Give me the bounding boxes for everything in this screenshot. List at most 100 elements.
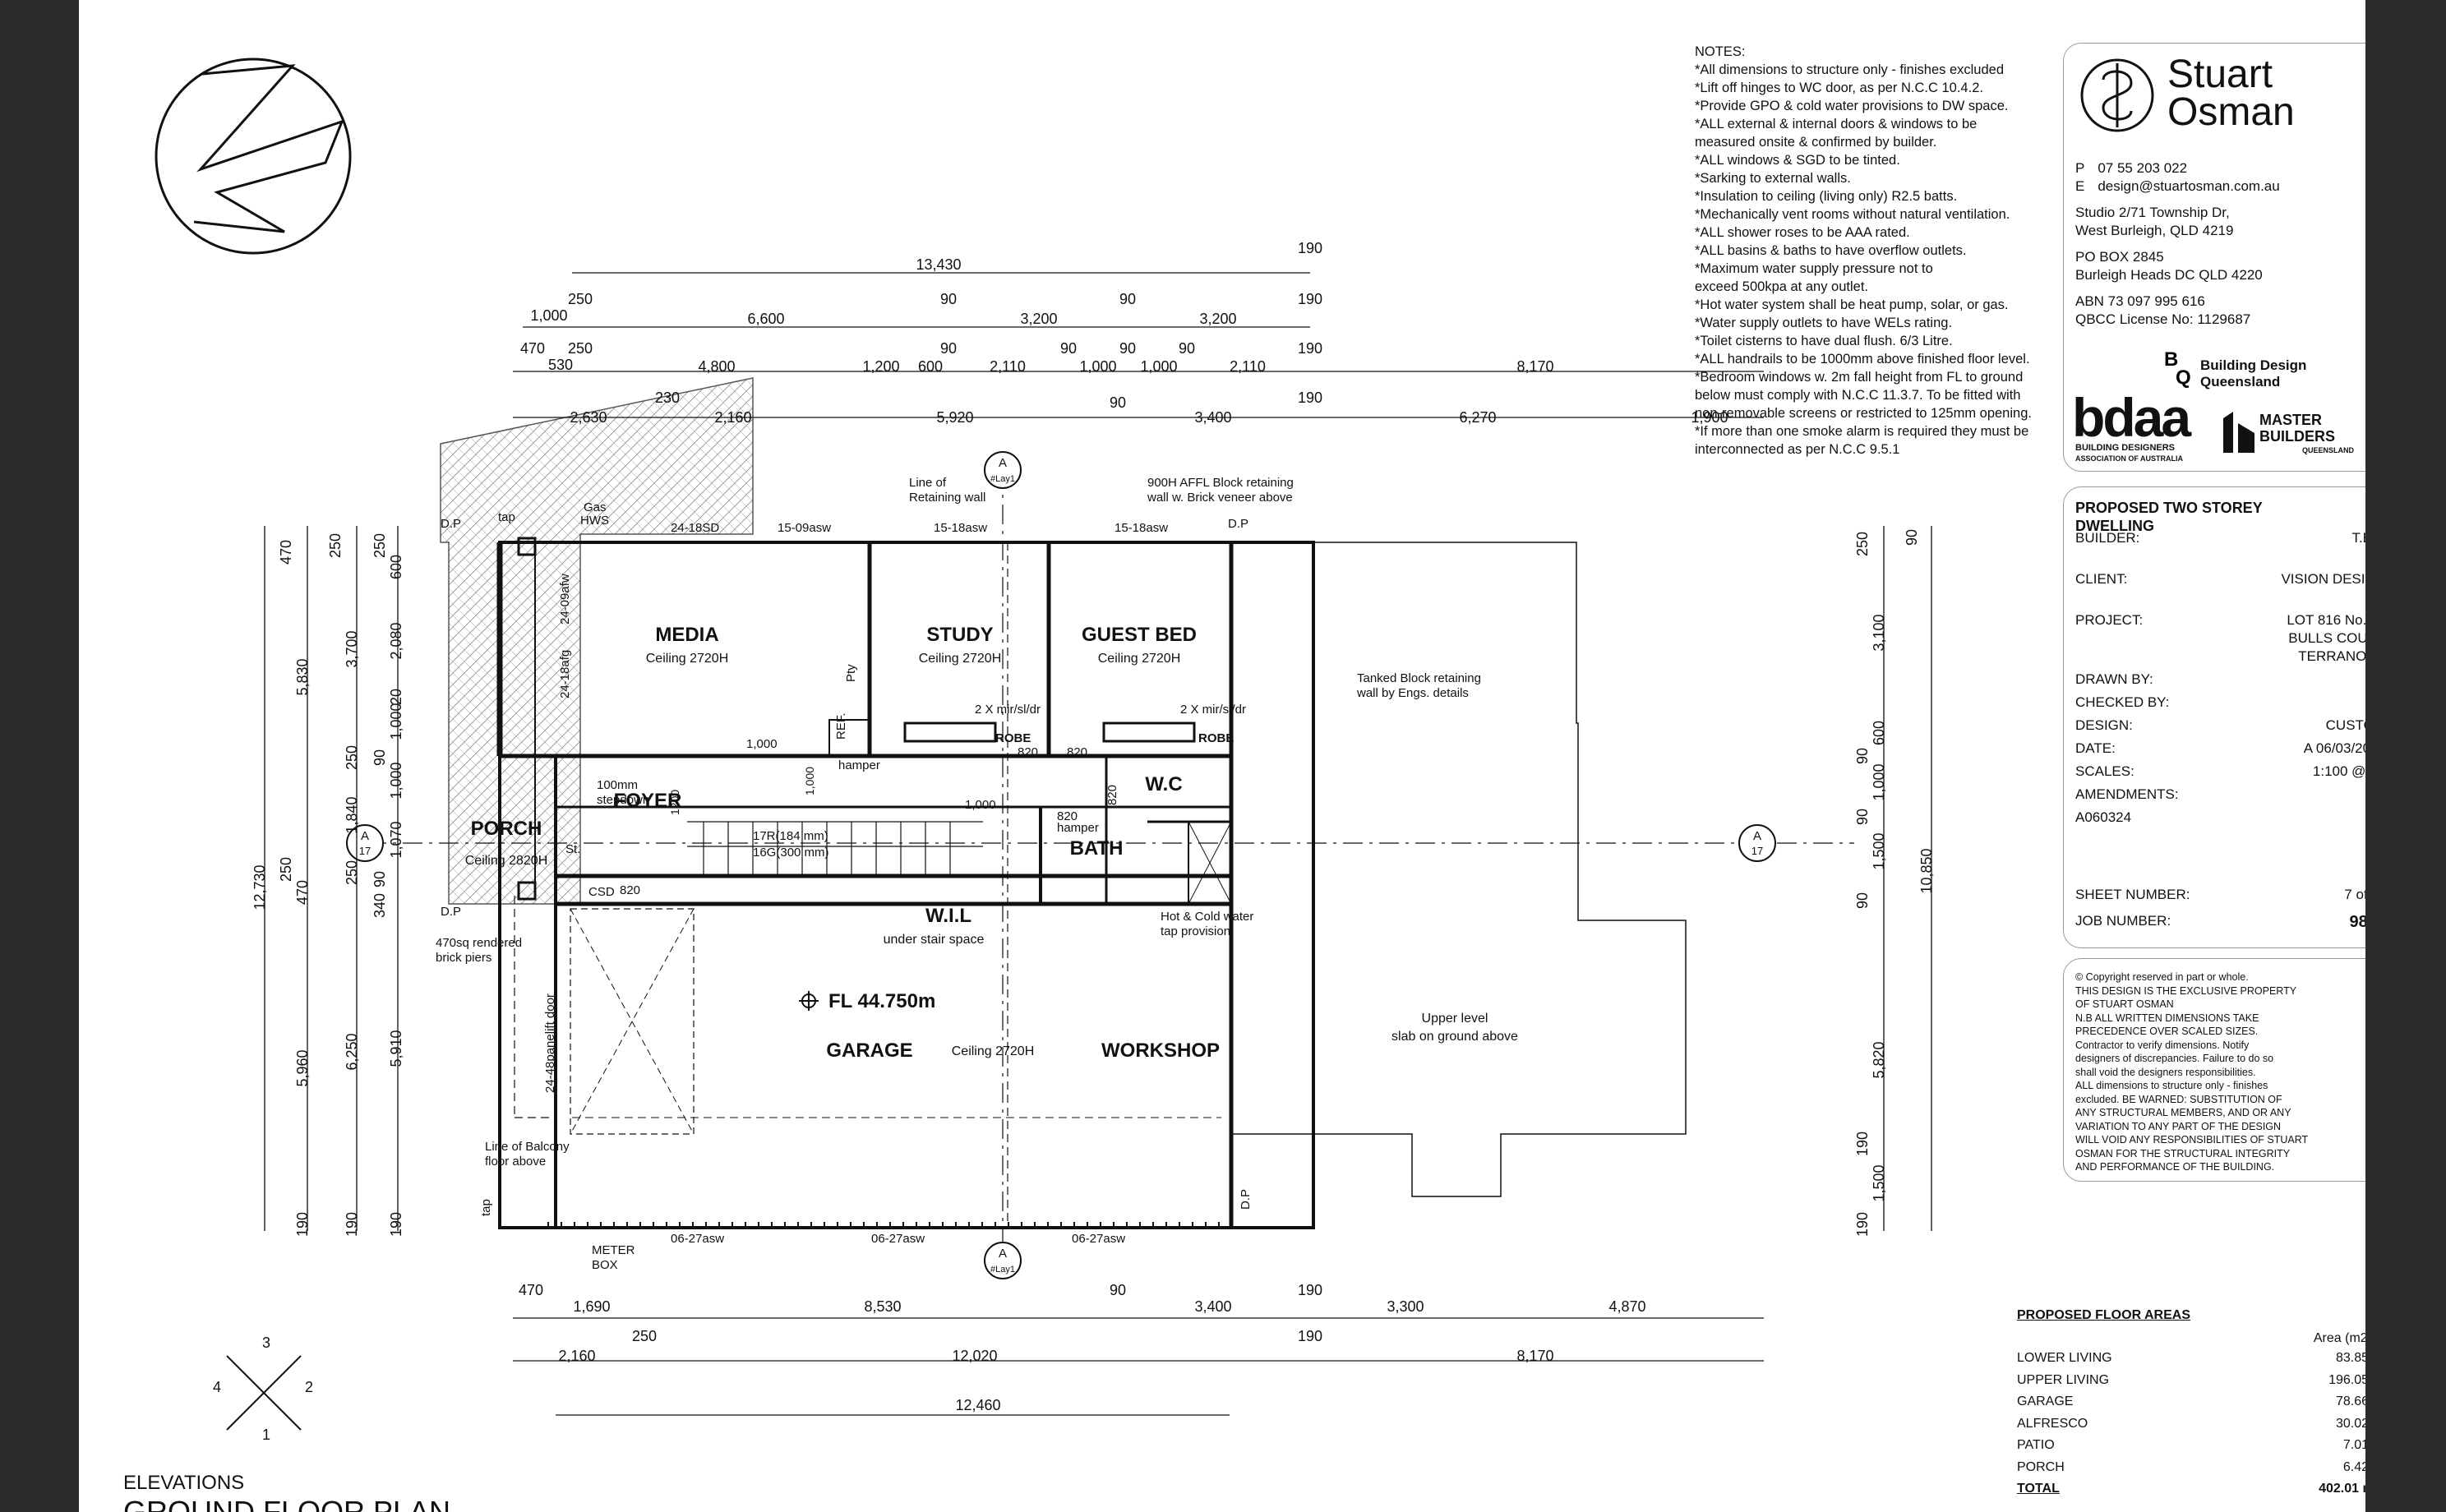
fridge-label: REF.: [834, 712, 848, 740]
pantry-label: Pty: [844, 664, 858, 682]
checked-label: CHECKED BY:: [2075, 694, 2170, 710]
dim-r-5820: 5,820: [1871, 1041, 1887, 1078]
dim-r2-190: 190: [1298, 340, 1322, 357]
dim-l3-250b: 250: [344, 745, 360, 770]
dim-r2-8170: 8,170: [1516, 358, 1553, 375]
svg-text:B: B: [2164, 348, 2178, 371]
dim-l3-6250: 6,250: [344, 1033, 360, 1070]
dim-r-1500a: 1,500: [1871, 832, 1887, 869]
dim-r2-90d: 90: [1179, 340, 1195, 357]
design-label: DESIGN:: [2075, 717, 2133, 733]
dimension-lines: [264, 272, 1932, 1416]
section-marker-icon: [346, 451, 1776, 1279]
section-label-right: A: [1753, 829, 1761, 843]
hamper-label-1: hamper: [838, 758, 880, 772]
copyright-line: ALL dimensions to structure only - finis…: [2075, 1080, 2268, 1091]
dim-r-1000: 1,000: [1871, 763, 1887, 800]
window-06-27-c: 06-27asw: [1072, 1232, 1125, 1246]
amendments-label: AMENDMENTS:: [2075, 786, 2179, 802]
dim-r-10850: 10,850: [1918, 848, 1935, 893]
downpipe-top-left: D.P: [441, 517, 461, 531]
master-builders-icon: [2223, 412, 2254, 453]
copyright-line: © Copyright reserved in part or whole.: [2075, 971, 2249, 983]
dim-b1-190: 190: [1298, 1282, 1322, 1298]
section-label-left: A: [361, 829, 369, 843]
copyright-line: N.B ALL WRITTEN DIMENSIONS TAKE: [2075, 1012, 2259, 1024]
note-line: *ALL handrails to be 1000mm above finish…: [1695, 352, 2030, 366]
dim-l1-12730: 12,730: [252, 864, 268, 910]
dim-l4-1000a: 1,000: [388, 703, 404, 740]
note-line: *Insulation to ceiling (living only) R2.…: [1695, 189, 1958, 204]
room-bath-name: BATH: [1070, 837, 1124, 860]
area-label: PORCH: [2017, 1459, 2065, 1474]
area-value: 196.05: [2328, 1372, 2365, 1387]
area-value: 78.66: [2335, 1394, 2365, 1408]
window-15-09: 15-09asw: [778, 521, 831, 535]
note-line: *All dimensions to structure only - fini…: [1695, 62, 2005, 77]
stairs-risers: 17R(184 mm): [753, 829, 828, 843]
dim-r-90d: 90: [1854, 892, 1871, 909]
dim-r-1500b: 1,500: [1871, 1164, 1887, 1201]
area-value: 7.01: [2342, 1438, 2365, 1452]
copyright-line: OSMAN FOR THE STRUCTURAL INTEGRITY: [2075, 1147, 2291, 1159]
dim-r-190a: 190: [1854, 1132, 1871, 1156]
dim-r1-1000: 1,000: [530, 307, 567, 324]
notes-heading: NOTES:: [1695, 44, 1746, 59]
dim-l4-340: 340: [372, 893, 388, 918]
window-15-18-guest: 15-18asw: [1115, 521, 1168, 535]
dim-r3-6270: 6,270: [1459, 409, 1496, 426]
project-line-3: TERRANORA: [2298, 648, 2365, 664]
phone-label: P: [2075, 160, 2085, 176]
dim-l2-470b: 470: [294, 880, 311, 905]
dim-l4-90a: 90: [372, 749, 388, 766]
room-guest-ceiling: Ceiling 2720H: [1098, 652, 1181, 666]
robe-label-study: ROBE: [995, 731, 1031, 745]
dim-l4-90b: 90: [372, 871, 388, 887]
copyright-line: PRECEDENCE OVER SCALED SIZES.: [2075, 1026, 2259, 1037]
date-label: DATE:: [2075, 740, 2116, 756]
dim-b1-90: 90: [1110, 1282, 1126, 1298]
area-label: LOWER LIVING: [2017, 1351, 2112, 1365]
room-wil-note: under stair space: [884, 933, 985, 947]
dim-r2-4800: 4,800: [698, 358, 735, 375]
note-line: *Water supply outlets to have WELs ratin…: [1695, 316, 1953, 330]
floor-areas-table: PROPOSED FLOOR AREAS Area (m2) LOWER LIV…: [2017, 1308, 2365, 1504]
project-title: PROPOSED TWO STOREY DWELLING: [2075, 500, 2263, 534]
email: design@stuartosman.com.au: [2098, 178, 2280, 194]
elevation-key-3: 3: [262, 1335, 270, 1351]
area-value: 83.85: [2335, 1351, 2365, 1365]
dim-l3-1840: 1,840: [344, 796, 360, 833]
copyright-line: WILL VOID ANY RESPONSIBILITIES OF STUART: [2075, 1134, 2309, 1146]
dim-l4-5910: 5,910: [388, 1030, 404, 1067]
window-24-09: 24-09afw: [558, 574, 572, 625]
area-value: 6.42: [2342, 1459, 2365, 1474]
dim-top-overall: 13,430: [916, 256, 961, 273]
room-media-name: MEDIA: [655, 624, 718, 646]
copyright-line: ANY STRUCTURAL MEMBERS, AND OR ANY: [2075, 1107, 2291, 1118]
project-line-2: BULLS COURT: [2288, 630, 2365, 646]
downpipe-bottom-right: D.P: [1239, 1189, 1253, 1210]
bdaa-logo: bdaa: [2072, 387, 2191, 448]
note-line: interconnected as per N.C.C 9.5.1: [1695, 442, 1900, 457]
section-label-top: A: [999, 456, 1007, 470]
note-line: measured onsite & confirmed by builder.: [1695, 135, 1937, 150]
client: VISION DESIGN: [2281, 571, 2365, 587]
amendments: A060324: [2075, 809, 2132, 825]
dim-l3-190: 190: [344, 1212, 360, 1237]
floor-areas-unit: Area (m2): [2313, 1331, 2365, 1345]
floor-areas-heading: PROPOSED FLOOR AREAS: [2017, 1308, 2190, 1322]
table-row: GARAGE 78.66: [2017, 1394, 2365, 1417]
dim-b1-3300: 3,300: [1387, 1298, 1424, 1315]
job-number: 9816: [2349, 913, 2366, 931]
general-notes: NOTES: *All dimensions to structure only…: [1695, 43, 2098, 459]
dim-b1-8530: 8,530: [864, 1298, 901, 1315]
area-label: GARAGE: [2017, 1394, 2074, 1408]
dim-l3-250c: 250: [344, 860, 360, 885]
section-sheet-right: 17: [1751, 845, 1763, 857]
dim-r1-3200b: 3,200: [1199, 311, 1236, 327]
dim-r3-3400: 3,400: [1194, 409, 1231, 426]
dim-l4-250: 250: [372, 533, 388, 558]
design: CUSTOM: [2325, 717, 2365, 733]
